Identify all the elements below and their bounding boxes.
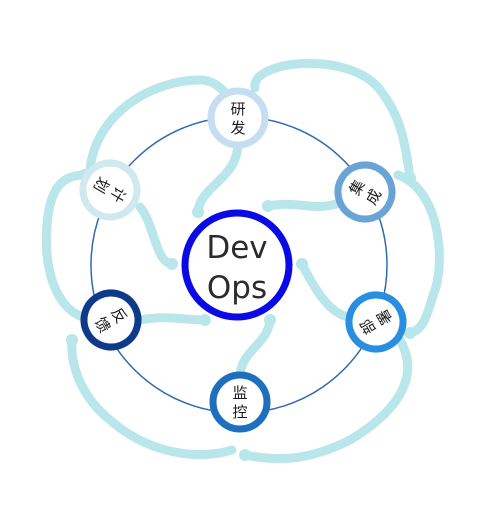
joint-dot — [404, 327, 416, 339]
joint-dot — [264, 314, 276, 326]
outer-arc-build-deploy — [393, 170, 444, 338]
spoke-deploy — [297, 259, 361, 323]
spoke-monitor — [235, 315, 275, 383]
node-ring — [334, 161, 396, 223]
spoke-build — [263, 198, 345, 211]
joint-dot — [166, 258, 178, 270]
center-ring — [181, 209, 293, 321]
node-dev: 研 发 — [207, 87, 269, 149]
outer-arc-deploy-monitor — [240, 335, 413, 464]
node-label-char1: 研 — [230, 100, 245, 118]
joint-dot — [199, 314, 211, 326]
center-hub: Dev Ops — [181, 209, 293, 321]
center-label-line2: Ops — [207, 270, 267, 306]
node-feedback: 反 馈 — [80, 289, 142, 351]
spoke-plan — [135, 202, 177, 269]
node-label-char2: 控 — [232, 403, 247, 421]
node-ring — [79, 159, 141, 221]
joint-dot — [296, 258, 308, 270]
outer-arc-plan-dev — [85, 75, 233, 175]
node-ring — [207, 87, 269, 149]
spoke-dev — [193, 137, 243, 217]
outer-arc-dev-build — [250, 59, 415, 183]
node-plan: 计 划 — [79, 159, 141, 221]
node-build: 集 成 — [334, 161, 396, 223]
joint-dot — [239, 449, 251, 461]
center-label-line1: Dev — [206, 230, 267, 266]
node-ring — [345, 291, 407, 353]
joint-dot — [404, 172, 416, 184]
joint-dot — [262, 200, 274, 212]
outer-arc-monitor-feedback — [67, 335, 237, 459]
outer-arc-feedback-plan — [41, 170, 90, 321]
node-label-char2: 发 — [230, 119, 245, 137]
spoke-feedback — [135, 313, 210, 325]
node-ring — [80, 289, 142, 351]
node-label-char1: 监 — [232, 384, 247, 402]
joint-dot — [66, 334, 78, 346]
outer-loop — [41, 59, 444, 464]
node-deploy: 部 署 — [345, 291, 407, 353]
node-ring — [209, 371, 271, 433]
joint-dot — [192, 206, 204, 218]
node-monitor: 监 控 — [209, 371, 271, 433]
